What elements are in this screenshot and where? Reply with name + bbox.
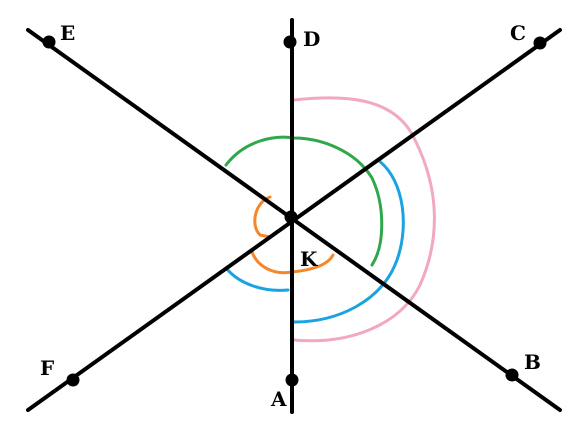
angle-arc-pink bbox=[292, 96, 436, 343]
label-c: C bbox=[510, 21, 526, 45]
angle-arc-green bbox=[224, 135, 384, 267]
label-b: B bbox=[524, 350, 541, 374]
label-e: E bbox=[60, 21, 75, 45]
angle-arc-blue bbox=[224, 158, 405, 324]
point-c bbox=[533, 36, 547, 50]
label-k: K bbox=[300, 247, 318, 271]
point-d bbox=[283, 35, 297, 49]
point-e bbox=[42, 35, 56, 49]
point-b bbox=[505, 368, 519, 382]
point-k bbox=[284, 210, 298, 224]
label-f: F bbox=[40, 356, 54, 380]
point-a bbox=[285, 373, 299, 387]
label-d: D bbox=[303, 27, 320, 51]
label-a: A bbox=[270, 387, 287, 411]
point-f bbox=[66, 373, 80, 387]
